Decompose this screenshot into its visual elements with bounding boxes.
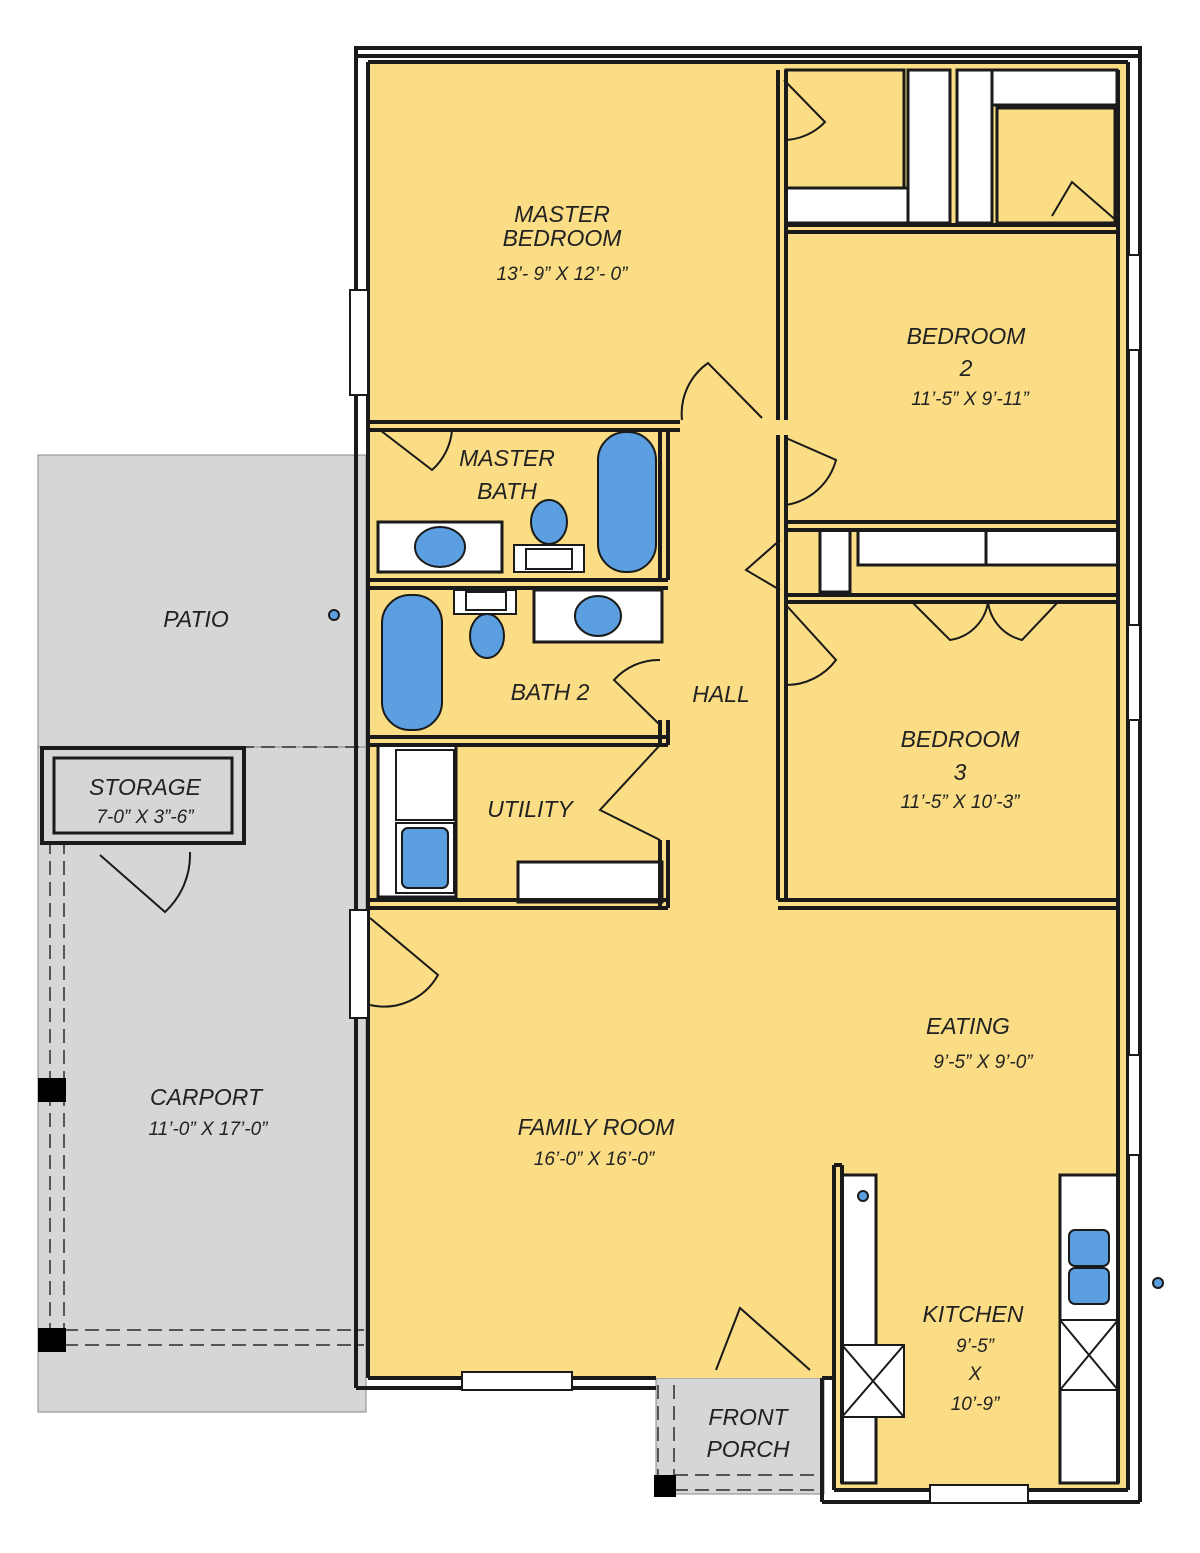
carport-dims: 11’-0” X 17’-0” <box>149 1119 270 1140</box>
range <box>841 1319 1119 1418</box>
bedroom3-name-2: 3 <box>954 759 967 785</box>
bath2-sink <box>574 595 622 637</box>
bedroom2-name-1: BEDROOM <box>907 323 1027 349</box>
carport-name: CARPORT <box>150 1084 264 1110</box>
house-interior <box>368 62 1128 1490</box>
kitchen-dim-1: 9’-5” <box>956 1336 996 1357</box>
master-tub <box>597 431 657 573</box>
fridge-water <box>857 1190 869 1202</box>
closet-floors <box>784 68 1117 225</box>
master-bedroom-name-2: BEDROOM <box>503 225 623 251</box>
patio-name: PATIO <box>163 606 229 632</box>
toilet-tanks <box>453 544 585 615</box>
bedroom3-dims: 11’-5” X 10’-3” <box>901 792 1022 813</box>
bath2-toilet <box>469 613 505 659</box>
master-sink <box>414 526 466 568</box>
room-labels: MASTER BEDROOM 13’- 9” X 12’- 0” BEDROOM… <box>89 201 1034 1462</box>
bath2-name: BATH 2 <box>511 679 590 705</box>
kitchen-dim-2: X <box>968 1364 983 1385</box>
kitchen-name: KITCHEN <box>923 1301 1024 1327</box>
front-porch-name-1: FRONT <box>708 1404 789 1430</box>
door-swings <box>369 79 1119 1371</box>
master-bath-name-2: BATH <box>477 478 537 504</box>
hall-name: HALL <box>692 681 750 707</box>
family-room-name: FAMILY ROOM <box>518 1114 676 1140</box>
kitchen-dim-3: 10’-9” <box>951 1394 1001 1415</box>
family-room-dims: 16’-0” X 16’-0” <box>534 1149 656 1170</box>
master-bath-name-1: MASTER <box>459 445 555 471</box>
bath2-tub <box>381 594 443 731</box>
bedroom2-name-2: 2 <box>959 355 973 381</box>
storage-name: STORAGE <box>89 774 202 800</box>
storage-room <box>40 746 246 845</box>
carport-post <box>38 1078 66 1102</box>
bedroom3-name-1: BEDROOM <box>901 726 1021 752</box>
master-toilet <box>530 499 568 545</box>
kitchen-hose-bib <box>1152 1277 1164 1289</box>
windows <box>349 254 1141 1504</box>
master-bedroom-dims: 13’- 9” X 12’- 0” <box>497 264 630 285</box>
patio-area <box>37 454 367 748</box>
storage-door-swing <box>99 851 192 914</box>
porch-post <box>654 1475 676 1497</box>
bedroom2-dims: 11’-5” X 9’-11” <box>911 389 1030 410</box>
master-bedroom-name-1: MASTER <box>514 201 610 227</box>
storage-dims: 7-0” X 3”-6” <box>96 807 195 828</box>
washer-dryer <box>395 749 455 894</box>
utility-name: UTILITY <box>487 796 574 822</box>
eating-name: EATING <box>926 1013 1010 1039</box>
kitchen-sink-bottom <box>1068 1267 1110 1305</box>
storage-inner-wall <box>52 756 234 835</box>
kitchen-sink-top <box>1068 1229 1110 1267</box>
eating-dims: 9’-5” X 9’-0” <box>933 1052 1034 1073</box>
patio-hose-bib <box>328 609 340 621</box>
front-porch-name-2: PORCH <box>706 1436 789 1462</box>
carport-area <box>37 746 367 1413</box>
carport-post <box>38 1328 66 1352</box>
